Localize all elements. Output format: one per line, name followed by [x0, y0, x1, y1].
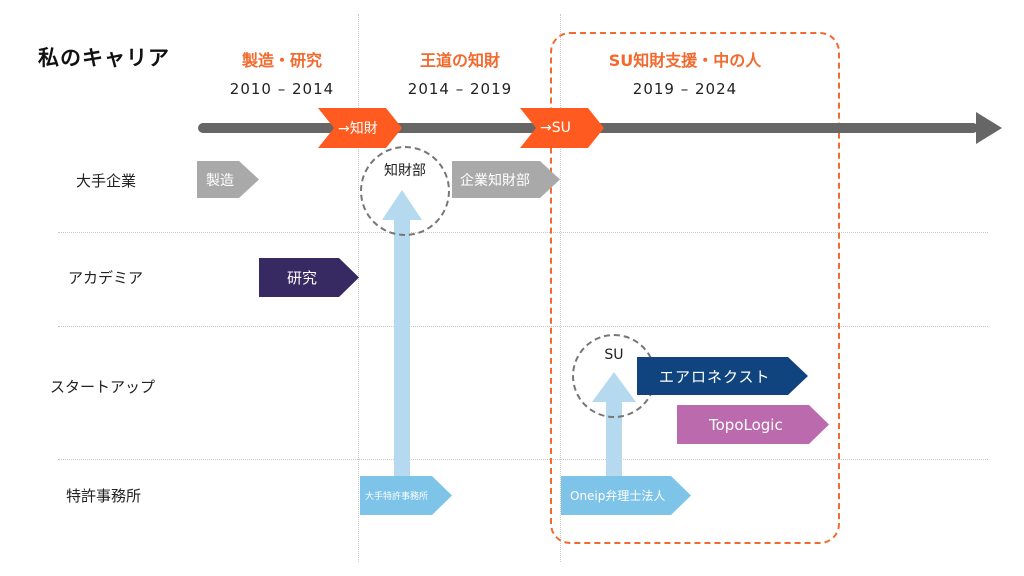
block-manufacturing: 製造 [197, 161, 259, 198]
block-aeronext: エアロネクスト [637, 357, 808, 395]
transition-label: →知財 [338, 121, 378, 137]
block-label: 企業知財部 [460, 172, 530, 189]
block-label: Oneip弁理士法人 [570, 489, 666, 503]
block-large-patent-firm: 大手特許事務所 [360, 476, 452, 515]
phase-1-years: 2010 – 2014 [229, 80, 335, 98]
row-separator [58, 232, 988, 233]
timeline-arrowhead [976, 112, 1002, 144]
block-label: 製造 [206, 172, 234, 189]
phase-2-name: 王道の知財 [419, 51, 500, 70]
block-label: エアロネクスト [659, 367, 771, 386]
phase-1-name: 製造・研究 [241, 51, 322, 70]
block-research: 研究 [259, 258, 359, 297]
block-oneip: Oneip弁理士法人 [561, 476, 691, 515]
phase-2-years: 2014 – 2019 [407, 80, 513, 98]
block-corporate-ip: 企業知財部 [452, 161, 560, 198]
page-title: 私のキャリア [38, 46, 170, 70]
row-label-patent-firm: 特許事務所 [66, 487, 142, 505]
block-label: TopoLogic [709, 415, 783, 434]
transition-label: →SU [540, 120, 571, 136]
block-label: 大手特許事務所 [365, 492, 429, 502]
row-separator [58, 326, 988, 327]
su-phase-highlight-box [550, 32, 840, 544]
phase-separator [560, 14, 561, 562]
phase-3-years: 2019 – 2024 [632, 80, 738, 98]
row-label-startup: スタートアップ [50, 378, 156, 396]
career-arrow-shaft [394, 218, 410, 482]
phase-3-name: SU知財支援・中の人 [608, 51, 762, 70]
su-label: SU [604, 347, 624, 363]
row-label-large-company: 大手企業 [76, 172, 137, 190]
su-arrow-shaft [606, 400, 622, 482]
row-separator [58, 459, 988, 460]
ip-department-label: 知財部 [384, 163, 426, 179]
ip-department-circle [360, 146, 450, 236]
phase-separator [358, 14, 359, 562]
block-label: 研究 [287, 269, 318, 287]
row-label-academia: アカデミア [68, 269, 144, 287]
block-topologic: TopoLogic [677, 405, 829, 444]
